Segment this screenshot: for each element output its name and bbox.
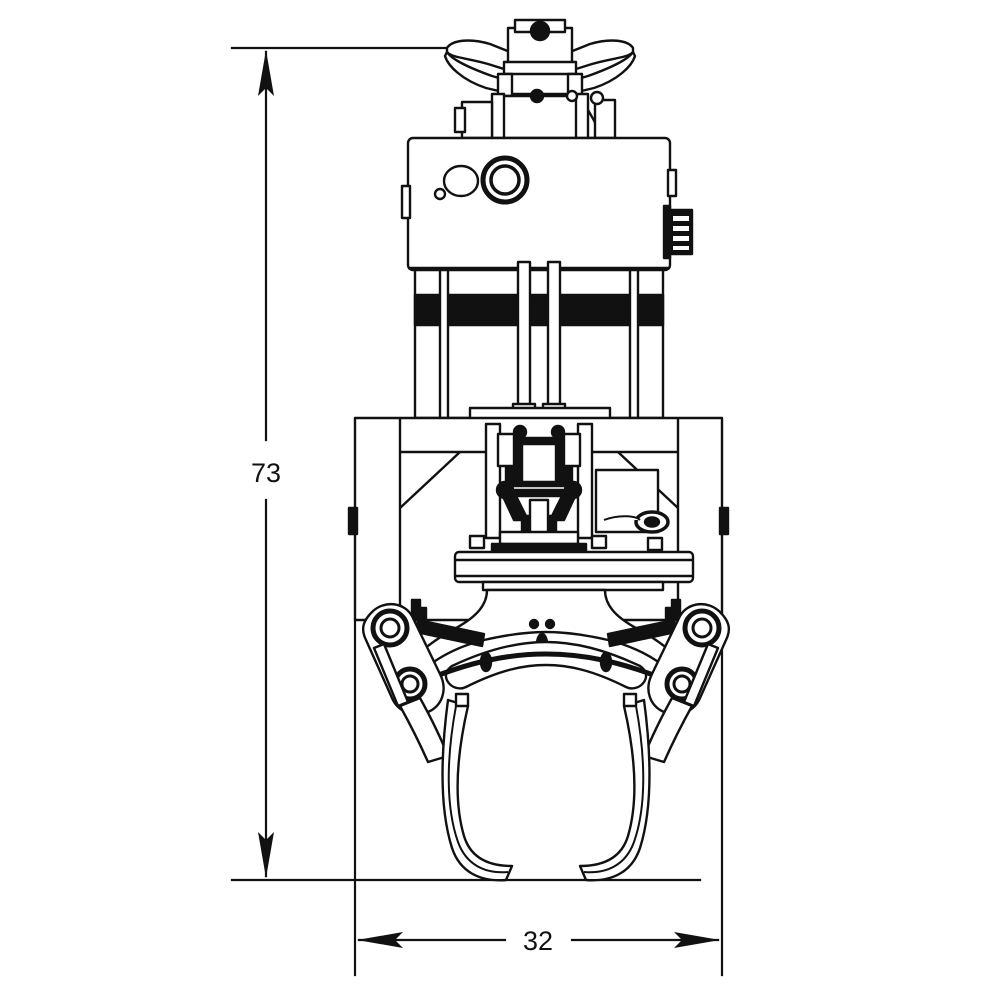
manifold-port-2 [673, 226, 689, 231]
arrowhead-left [357, 932, 403, 948]
housing-left-tab [400, 184, 412, 220]
rotator-post-left [484, 422, 502, 540]
top-hanger-yoke [443, 18, 637, 98]
left-tine-body [441, 698, 514, 882]
right-tine-inner-line [583, 705, 645, 874]
mast-body [413, 268, 665, 420]
right-tine [578, 692, 651, 882]
lower-arc-rail [425, 651, 667, 683]
rotator-dark-block-window [520, 442, 558, 484]
housing-circle-plain [442, 164, 480, 198]
housing-right-tab [666, 168, 678, 198]
neck-left-post [490, 92, 506, 140]
neck-tilt-bracket [453, 88, 617, 140]
neck-bolt-center [529, 88, 545, 104]
mast-rail-left [438, 268, 450, 420]
frame-lug-right [718, 506, 730, 536]
swivel-bolt-right [563, 480, 583, 500]
dimension-arrowheads [258, 50, 720, 948]
neck-bolt-b [589, 90, 605, 106]
plate-bolt-far-right [646, 536, 664, 552]
hose-reel-inner [643, 516, 661, 528]
frame-brace-left [399, 451, 461, 509]
manifold-port-4 [673, 246, 689, 250]
manifold-mount-plate [662, 204, 672, 260]
dimension-annotations [230, 46, 724, 977]
swivel-bolt-left [495, 480, 515, 500]
stud-head-right [550, 424, 566, 440]
neck-left-lug [453, 106, 467, 134]
dimension-label-height: 73 [251, 458, 281, 488]
left-pivot-inner-lower [400, 674, 420, 694]
arrowhead-right [674, 932, 720, 948]
hydraulic-manifold [662, 204, 694, 260]
frame-lug-left [347, 506, 359, 536]
frame-accessory-box [594, 468, 660, 534]
cylinder-rod-left [516, 260, 532, 416]
rotator-post-right [576, 422, 594, 540]
left-pivot-inner-upper [379, 617, 401, 639]
upper-housing [400, 136, 678, 272]
right-tine-body [578, 698, 651, 882]
head-vent-dot-right [544, 618, 556, 630]
manifold-port-1 [673, 216, 689, 221]
housing-small-hole [433, 187, 447, 201]
arched-cross-brace [444, 640, 648, 690]
right-pivot-inner-upper [691, 617, 713, 639]
machine-geometry [347, 18, 731, 882]
yoke-flange-left [496, 72, 514, 98]
neck-left-plate [460, 100, 494, 140]
arrowhead-bottom [258, 832, 274, 878]
yoke-pin-circle [529, 20, 551, 42]
arrowhead-top [258, 50, 274, 96]
right-linkage-arm [642, 603, 731, 764]
dimension-label-width: 32 [523, 926, 553, 956]
plate-bolt-left [468, 534, 486, 550]
mast-section [413, 260, 665, 422]
mast-rail-right [628, 268, 640, 420]
hose-line [603, 515, 641, 521]
rotator-assembly [468, 422, 664, 556]
left-tine-inner-line [447, 705, 509, 874]
swivel-plate-1 [498, 530, 580, 546]
plate-bolt-right [590, 534, 608, 550]
head-vent-dot-left [528, 618, 540, 630]
left-tine [441, 692, 514, 882]
left-tine-root [454, 692, 470, 708]
mast-black-band [413, 293, 665, 327]
neck-bolt-a [565, 89, 579, 103]
rotator-pad-right [562, 432, 582, 468]
rotator-plate-body [453, 550, 695, 584]
right-pivot-inner-lower [672, 674, 692, 694]
yoke-collar [502, 60, 578, 76]
stud-head-left [512, 424, 528, 440]
right-tine-root [622, 692, 638, 708]
neck-right-plate [593, 98, 617, 140]
housing-port-inner [489, 164, 521, 196]
manifold-port-3 [673, 236, 689, 241]
cylinder-rod-right [546, 260, 562, 416]
neck-right-post [574, 92, 590, 140]
upper-housing-body [406, 136, 672, 272]
rotator-plate [453, 550, 695, 592]
swivel-shaft [528, 498, 550, 536]
rotator-pad-left [496, 432, 516, 468]
left-linkage-arm [361, 603, 450, 764]
